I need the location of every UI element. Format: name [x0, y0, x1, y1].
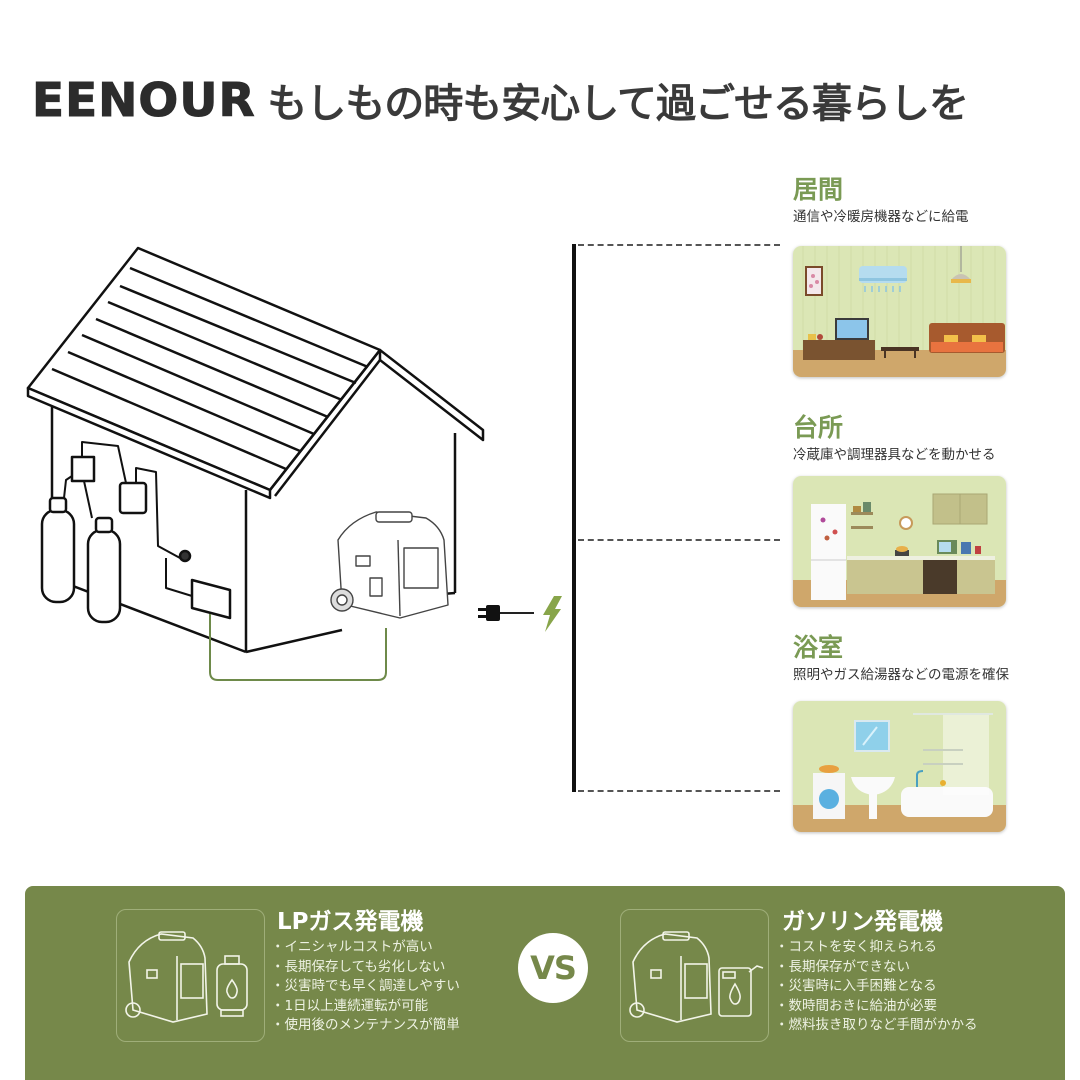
plug-icon	[478, 605, 534, 621]
gasoline-generator-points: コストを安く抑えられる 長期保存ができない 災害時に入手困難となる 数時間おきに…	[775, 938, 978, 1036]
gas-cylinder-icon	[216, 955, 248, 1017]
gasoline-generator-title: ガソリン発電機	[782, 909, 943, 935]
kitchen-image	[793, 476, 1006, 607]
room-bathroom: 浴室 照明やガス給湯器などの電源を確保	[793, 634, 1053, 684]
comparison-panel: LPガス発電機 イニシャルコストが高い 長期保存しても劣化しない 災害時でも早く…	[25, 886, 1065, 1080]
living-room-image	[793, 246, 1006, 377]
house-illustration	[26, 246, 485, 681]
connector-dash-kitchen	[578, 539, 780, 541]
list-item: 数時間おきに給油が必要	[775, 997, 978, 1017]
generator-icon	[629, 931, 712, 1023]
lightning-bolt-icon	[543, 596, 562, 632]
distribution-bracket-line	[572, 244, 576, 792]
vs-badge: VS	[518, 933, 588, 1003]
room-title: 居間	[793, 175, 844, 204]
lp-generator-points: イニシャルコストが高い 長期保存しても劣化しない 災害時でも早く調達しやすい 1…	[271, 938, 460, 1036]
room-title: 台所	[793, 413, 844, 442]
list-item: 災害時に入手困難となる	[775, 977, 978, 997]
generator-icon	[125, 931, 208, 1023]
list-item: 長期保存しても劣化しない	[271, 958, 460, 978]
connector-dash-living	[578, 244, 780, 246]
bathroom-image	[793, 701, 1006, 832]
room-description: 冷蔵庫や調理器具などを動かせる	[793, 447, 996, 463]
room-description: 通信や冷暖房機器などに給電	[793, 209, 969, 225]
room-description: 照明やガス給湯器などの電源を確保	[793, 667, 1009, 683]
list-item: 燃料抜き取りなど手間がかかる	[775, 1016, 978, 1036]
room-living: 居間 通信や冷暖房機器などに給電	[793, 176, 1053, 226]
gasoline-icon-box	[620, 909, 769, 1042]
headline: EENOUR もしもの時も安心して過ごせる暮らしを	[31, 72, 969, 128]
room-title: 浴室	[793, 633, 844, 662]
tagline: もしもの時も安心して過ごせる暮らしを	[267, 81, 969, 127]
lp-generator-title: LPガス発電機	[277, 909, 424, 935]
room-kitchen: 台所 冷蔵庫や調理器具などを動かせる	[793, 414, 1053, 464]
lp-icon-box	[116, 909, 265, 1042]
brand-logo: EENOUR	[31, 73, 256, 128]
connector-dash-bathroom	[578, 790, 780, 792]
list-item: コストを安く抑えられる	[775, 938, 978, 958]
list-item: 使用後のメンテナンスが簡単	[271, 1016, 460, 1036]
vs-label: VS	[530, 949, 577, 987]
list-item: イニシャルコストが高い	[271, 938, 460, 958]
fuel-can-icon	[718, 965, 764, 1017]
list-item: 長期保存ができない	[775, 958, 978, 978]
list-item: 1日以上連続運転が可能	[271, 997, 460, 1017]
list-item: 災害時でも早く調達しやすい	[271, 977, 460, 997]
